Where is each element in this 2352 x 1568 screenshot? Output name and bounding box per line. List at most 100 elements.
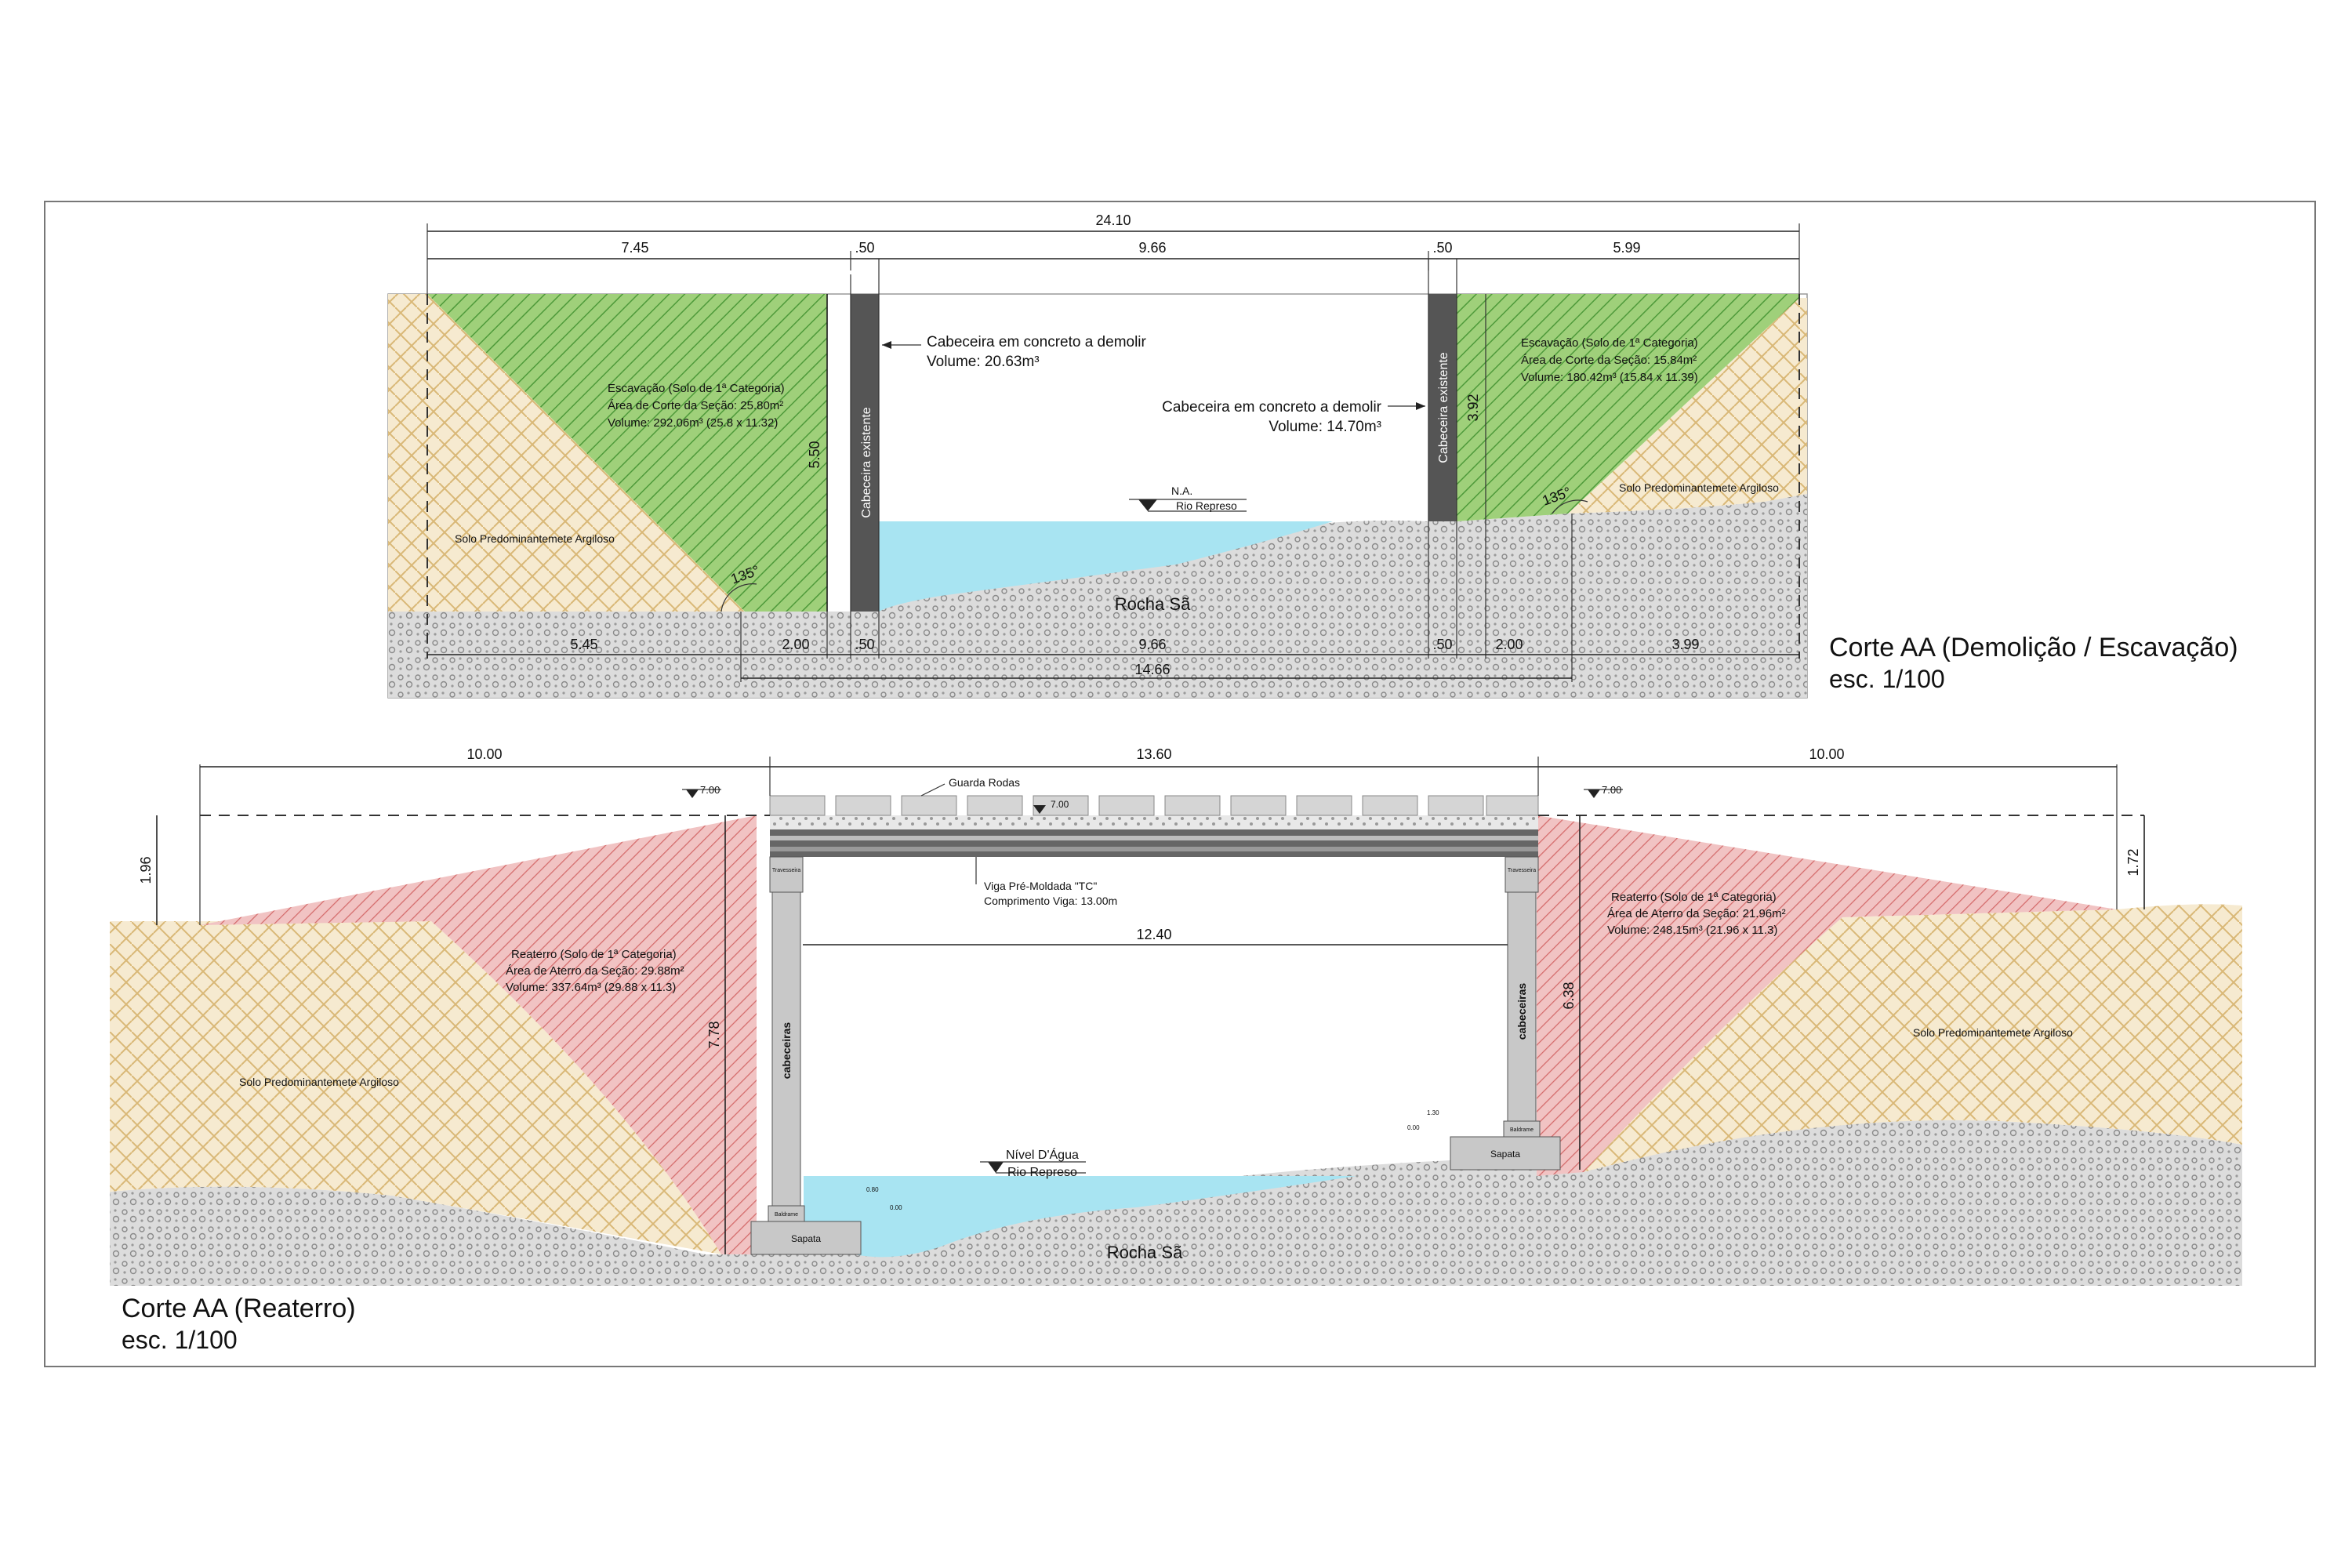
top-left-height: 5.50 xyxy=(807,441,822,468)
bottom-abut-label-left: cabeceiras xyxy=(780,1022,793,1080)
bottom-transom-right-label: Travesseira xyxy=(1508,868,1536,873)
top-left-excav-title: Escavação (Solo de 1ª Categoria) xyxy=(608,382,785,395)
guard-rail xyxy=(769,795,1539,816)
bottom-right-refill-volume: Volume: 248.15m³ (21.96 x 11.3) xyxy=(1607,924,1777,937)
bottom-clay-label-left: Solo Predominantemete Argiloso xyxy=(239,1076,399,1088)
top-rock-label: Rocha Sã xyxy=(1115,594,1191,614)
top-dim-bottom-d: 9.66 xyxy=(1138,637,1166,652)
bottom-beam-length: Comprimento Viga: 13.00m xyxy=(984,895,1117,907)
top-left-demolish-volume: Volume: 20.63m³ xyxy=(927,354,1040,370)
level-right-icon xyxy=(1588,789,1600,798)
top-left-wall xyxy=(851,294,879,612)
bottom-clay-label-right: Solo Predominantemete Argiloso xyxy=(1913,1026,2073,1039)
level-left-icon xyxy=(686,789,699,798)
level-deck-icon xyxy=(1033,805,1046,814)
bottom-section: 10.00 13.60 10.00 1.96 1.72 7.78 6.38 12… xyxy=(110,746,2242,1354)
top-right-demolish-volume: Volume: 14.70m³ xyxy=(1269,419,1381,435)
bottom-level-small-left-b: 0.00 xyxy=(890,1204,902,1211)
bottom-abut-right-height: 6.38 xyxy=(1561,982,1577,1009)
bottom-left-refill-volume: Volume: 337.64m³ (29.88 x 11.3) xyxy=(506,981,676,994)
top-dim-left: 7.45 xyxy=(621,240,648,256)
top-dim-bottom-b: 2.00 xyxy=(782,637,809,652)
top-water-symbol: N.A. xyxy=(1171,485,1192,497)
top-right-excav-title: Escavação (Solo de 1ª Categoria) xyxy=(1521,336,1698,350)
bottom-clay-right xyxy=(1584,904,2242,1172)
top-dim-bottom-g: 3.99 xyxy=(1671,637,1699,652)
top-clay-left-strip xyxy=(388,294,427,612)
top-rock-zone xyxy=(388,494,1807,698)
bottom-abut-left-height: 7.78 xyxy=(706,1021,722,1048)
top-section-scale: esc. 1/100 xyxy=(1829,665,1945,693)
top-left-excav-volume: Volume: 292.06m³ (25.8 x 11.32) xyxy=(608,416,778,430)
bottom-refill-right xyxy=(1537,815,2117,1176)
top-water-label: Rio Represo xyxy=(1176,499,1237,512)
top-left-demolish-label: Cabeceira em concreto a demolir xyxy=(927,334,1147,350)
top-water-level-icon xyxy=(1138,499,1157,511)
top-left-wall-label: Cabeceira existente xyxy=(860,407,873,518)
bottom-footing-right-label: Sapata xyxy=(1490,1149,1520,1160)
bottom-footing-right xyxy=(1450,1136,1561,1171)
top-dim-bottom-f: 2.00 xyxy=(1495,637,1523,652)
bottom-transom-left-label: Travesseira xyxy=(772,868,800,873)
bottom-abut-label-right: cabeceiras xyxy=(1515,983,1528,1040)
bottom-clay-left xyxy=(110,921,721,1254)
bottom-water xyxy=(804,1176,1356,1258)
bottom-right-refill-title: Reaterro (Solo de 1ª Categoria) xyxy=(1611,891,1777,904)
bottom-level-small-right-b: 0.00 xyxy=(1407,1124,1420,1131)
bottom-abutment-left xyxy=(771,891,801,1207)
bottom-section-title: Corte AA (Reaterro) xyxy=(122,1294,356,1323)
top-dim-middle: 9.66 xyxy=(1138,240,1166,256)
bottom-left-refill-title: Reaterro (Solo de 1ª Categoria) xyxy=(511,948,677,961)
bottom-footing-left-label: Sapata xyxy=(791,1233,821,1244)
top-dim-total: 24.10 xyxy=(1095,212,1131,228)
top-right-demolish-label: Cabeceira em concreto a demolir xyxy=(1162,399,1382,416)
bottom-right-refill-area: Área de Aterro da Seção: 21.96m² xyxy=(1607,907,1786,920)
bottom-footing-left xyxy=(750,1221,862,1255)
bottom-refill-left xyxy=(200,815,757,1254)
bottom-dim-middle: 13.60 xyxy=(1136,746,1171,762)
top-dim-bottom-c: .50 xyxy=(855,637,874,652)
bottom-abutment-right xyxy=(1507,891,1537,1122)
top-right-height: 3.92 xyxy=(1465,394,1481,421)
bottom-level-small-left-a: 0.80 xyxy=(866,1186,879,1193)
bottom-span-inner: 12.40 xyxy=(1136,927,1171,942)
top-water xyxy=(879,521,1333,612)
bottom-baldrame-right-label: Baldrame xyxy=(1510,1127,1534,1133)
top-section-title: Corte AA (Demolição / Escavação) xyxy=(1829,633,2238,662)
bottom-deck-gravel xyxy=(770,815,1538,829)
bottom-transom-right xyxy=(1504,856,1539,893)
top-section: 24.10 7.45 .50 9.66 .50 5.99 5.45 2.00 .… xyxy=(387,212,2238,699)
bottom-left-height: 1.96 xyxy=(138,856,154,884)
bottom-rock-zone xyxy=(110,1120,2242,1286)
bottom-water-label: Rio Represo xyxy=(1007,1166,1077,1179)
bottom-water-title: Nível D'Água xyxy=(1006,1147,1079,1162)
bottom-baldrame-left-label: Baldrame xyxy=(775,1212,798,1218)
top-dim-right-wall: .50 xyxy=(1432,240,1452,256)
sheet-frame xyxy=(44,201,2316,1367)
top-right-wall-label: Cabeceira existente xyxy=(1437,352,1450,463)
bottom-rock-label: Rocha Sã xyxy=(1107,1243,1183,1262)
bottom-dim-right: 10.00 xyxy=(1809,746,1844,762)
top-right-wall xyxy=(1428,294,1457,521)
bottom-level-right: 7.00 xyxy=(1602,784,1621,796)
bottom-level-deck: 7.00 xyxy=(1051,799,1069,810)
top-dim-right: 5.99 xyxy=(1613,240,1640,256)
top-dim-bottom-e: .50 xyxy=(1432,637,1452,652)
bottom-guard-label: Guarda Rodas xyxy=(949,776,1020,789)
top-right-excav-volume: Volume: 180.42m³ (15.84 x 11.39) xyxy=(1521,371,1698,384)
top-clay-label-right: Solo Predominantemete Argiloso xyxy=(1619,481,1779,494)
top-clay-right xyxy=(1568,298,1807,514)
bottom-right-height: 1.72 xyxy=(2125,848,2141,876)
top-dim-bottom-total: 14.66 xyxy=(1134,662,1170,677)
top-dim-bottom-a: 5.45 xyxy=(570,637,597,652)
bottom-water-level-icon xyxy=(988,1162,1004,1173)
top-right-excav-area: Área de Corte da Seção: 15.84m² xyxy=(1521,354,1697,367)
bottom-transom-left xyxy=(769,856,804,893)
top-dim-left-wall: .50 xyxy=(855,240,874,256)
top-clay-label-left: Solo Predominantemete Argiloso xyxy=(455,532,615,545)
bottom-level-left: 7.00 xyxy=(700,784,720,796)
bottom-beam xyxy=(770,829,1538,857)
top-excavation-right xyxy=(1457,294,1799,521)
bottom-level-small-right-a: 1.30 xyxy=(1427,1109,1439,1116)
